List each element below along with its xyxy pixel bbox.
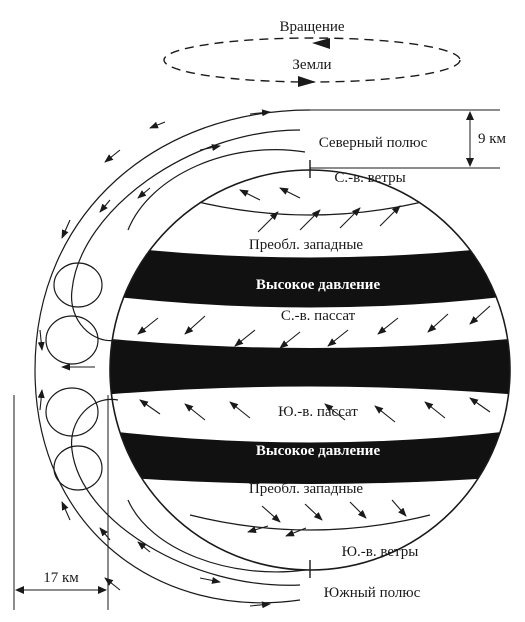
earth-rotation: Вращение Земли — [164, 19, 460, 87]
rotation-arrow-bottom — [298, 76, 316, 87]
south-pole-label: Южный полюс — [324, 585, 421, 601]
polar-cell-north — [128, 150, 305, 230]
se-winds-label: Ю.-в. ветры — [342, 544, 419, 560]
ferrel-cell-south — [54, 446, 102, 490]
high-pressure-north-label: Высокое давление — [256, 277, 381, 293]
globe — [100, 170, 520, 570]
rotation-arrow-top — [312, 38, 330, 49]
arrows-westerlies-south — [262, 500, 406, 522]
high-pressure-south-label: Высокое давление — [256, 443, 381, 459]
ferrel-cell-north — [54, 263, 102, 307]
dimension-9km-label: 9 км — [478, 131, 507, 147]
westerlies-north-label: Преобл. западные — [249, 237, 364, 253]
north-pole-label: Северный полюс — [319, 135, 428, 151]
dimension-17km: 17 км — [14, 395, 108, 610]
polar-front-south — [190, 515, 430, 530]
polar-cell-south — [128, 500, 305, 572]
rotation-label-line1: Вращение — [279, 19, 344, 35]
ne-trade-label: С.-в. пассат — [281, 308, 356, 324]
arrows-ne-winds — [240, 188, 300, 200]
rotation-label-line2: Земли — [292, 57, 331, 73]
westerlies-south-label: Преобл. западные — [249, 481, 364, 497]
hadley-cell-south — [46, 388, 98, 436]
ne-winds-label: С.-в. ветры — [334, 170, 405, 186]
dimension-17km-label: 17 км — [43, 570, 79, 586]
equatorial-belt — [100, 338, 520, 395]
se-trade-label: Ю.-в. пассат — [278, 404, 358, 420]
hadley-cell-north — [46, 316, 98, 364]
